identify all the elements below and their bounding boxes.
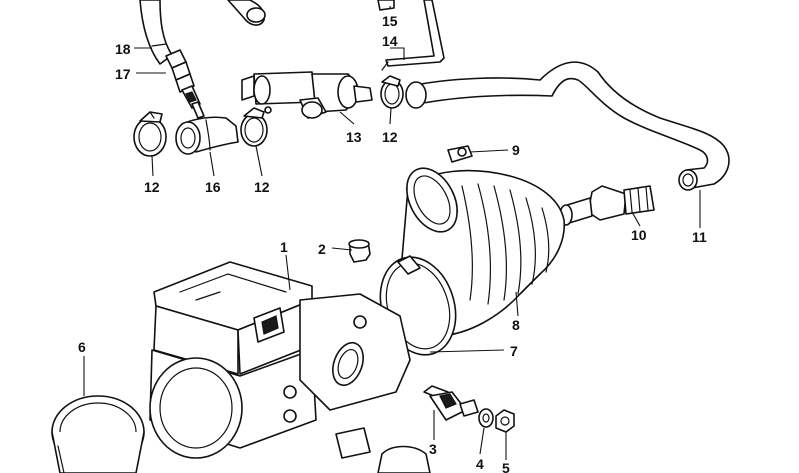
callout-18: 18: [115, 41, 131, 57]
bolt-15: [377, 0, 395, 11]
sensor-3: [423, 385, 479, 421]
callout-3: 3: [429, 441, 437, 457]
connector-10: [559, 185, 655, 226]
clamp-12-left: [133, 111, 167, 157]
washer-4: [478, 408, 494, 428]
bracket-14: [381, 0, 445, 71]
hose-16: [175, 116, 239, 155]
leader-lines: [83, 6, 701, 460]
hose-18: [139, 0, 173, 65]
callout-6: 6: [78, 339, 86, 355]
clamp-12-mid: [240, 107, 268, 147]
callout-13: 13: [346, 129, 362, 145]
callout-16: 16: [205, 179, 221, 195]
fitting-17: [165, 49, 205, 119]
ring-6: [51, 395, 145, 473]
nut-5: [495, 409, 515, 433]
valve-13: [241, 71, 373, 119]
callout-8: 8: [512, 317, 520, 333]
callout-12c: 12: [382, 129, 398, 145]
callout-4: 4: [476, 456, 484, 472]
callout-11: 11: [692, 229, 707, 245]
callout-labels: 18 17 15 14 13 12 12 16 12 9 10 11 2 1 8…: [78, 13, 707, 473]
callout-1: 1: [280, 239, 288, 255]
callout-2: 2: [318, 241, 326, 257]
callout-15: 15: [382, 13, 398, 29]
clamp-12-right: [380, 75, 404, 109]
callout-7: 7: [510, 343, 518, 359]
callout-12b: 12: [254, 179, 270, 195]
callout-5: 5: [502, 460, 510, 473]
callout-12a: 12: [144, 179, 160, 195]
callout-10: 10: [631, 227, 647, 243]
hose-11: [405, 61, 730, 191]
callout-17: 17: [115, 66, 131, 82]
hose-top: [227, 0, 266, 26]
plug-2: [348, 239, 371, 263]
callout-9: 9: [512, 142, 520, 158]
airflow-meter-1: [149, 261, 431, 473]
callout-14: 14: [382, 33, 398, 49]
